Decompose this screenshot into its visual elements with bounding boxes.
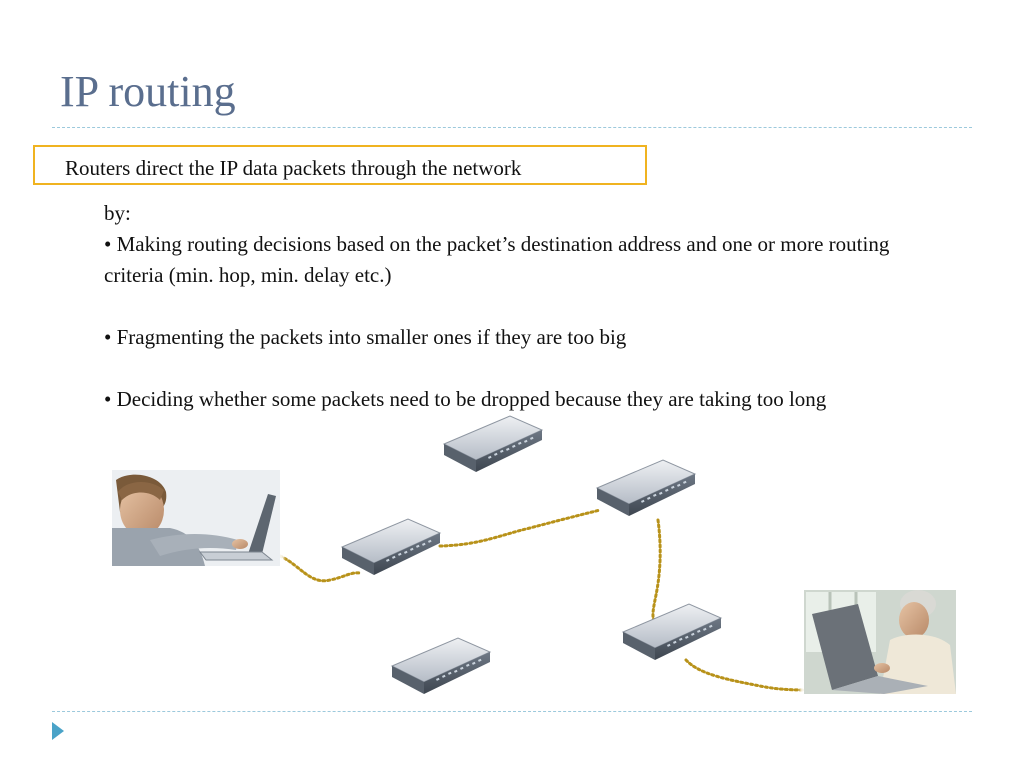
callout-box: Routers direct the IP data packets throu… — [33, 145, 647, 185]
link-router-lr-user2 — [684, 658, 814, 692]
user-elderly-woman-laptop — [800, 586, 960, 698]
link-router-ur-router-lr — [651, 518, 662, 624]
slide-title: IP routing — [60, 67, 236, 116]
bottom-divider — [52, 711, 972, 712]
body-text: by: • Making routing decisions based on … — [104, 198, 914, 415]
play-triangle-icon[interactable] — [52, 722, 64, 740]
router-bottom-left — [391, 637, 491, 695]
user-young-man-laptop — [108, 466, 284, 570]
intro-text: by: — [104, 201, 131, 225]
router-upper-right — [596, 459, 696, 517]
bullet-routing-decisions: • Making routing decisions based on the … — [104, 232, 890, 287]
router-top-center — [443, 415, 543, 473]
bullet-fragmenting: • Fragmenting the packets into smaller o… — [104, 325, 627, 349]
link-user1-router-mid — [278, 554, 362, 583]
top-divider — [52, 127, 972, 128]
router-lower-right — [622, 603, 722, 661]
bullet-dropping: • Deciding whether some packets need to … — [104, 387, 827, 411]
router-middle-left — [341, 518, 441, 576]
link-router-mid-router-ur — [438, 508, 602, 548]
callout-text: Routers direct the IP data packets throu… — [65, 156, 522, 180]
